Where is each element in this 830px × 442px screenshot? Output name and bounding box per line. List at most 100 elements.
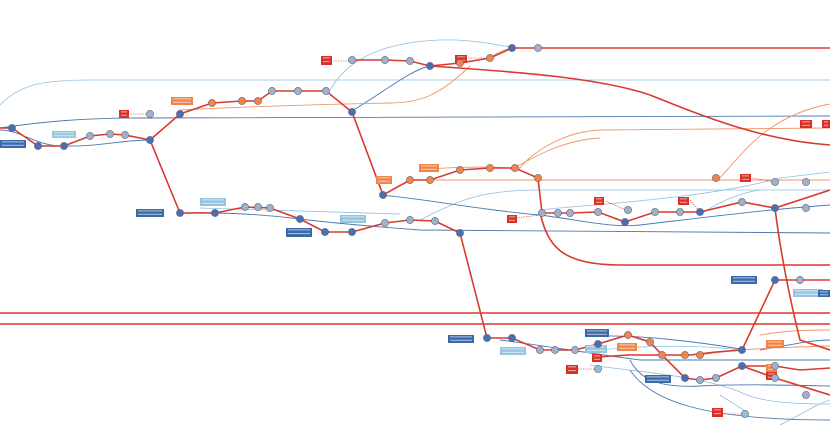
- edge-light-blue-0: [0, 79, 830, 106]
- node-tag-6-text-line: [138, 213, 162, 215]
- graph-node-51[interactable]: [696, 208, 704, 216]
- graph-node-18[interactable]: [406, 57, 414, 65]
- graph-node-15[interactable]: [348, 108, 356, 116]
- graph-node-23[interactable]: [534, 44, 542, 52]
- graph-node-12[interactable]: [268, 87, 276, 95]
- graph-node-2[interactable]: [60, 142, 68, 150]
- graph-node-45[interactable]: [566, 209, 574, 217]
- graph-node-38[interactable]: [426, 176, 434, 184]
- graph-node-52[interactable]: [712, 174, 720, 182]
- graph-node-62[interactable]: [571, 346, 579, 354]
- graph-node-77[interactable]: [771, 276, 779, 284]
- graph-node-60[interactable]: [536, 346, 544, 354]
- graph-node-31[interactable]: [348, 228, 356, 236]
- graph-node-21[interactable]: [486, 54, 494, 62]
- node-tag-29-text-line: [714, 409, 721, 411]
- graph-node-10[interactable]: [238, 97, 246, 105]
- graph-node-14[interactable]: [322, 87, 330, 95]
- graph-node-28[interactable]: [266, 204, 274, 212]
- graph-node-49[interactable]: [651, 208, 659, 216]
- edges-layer: [0, 39, 830, 426]
- node-tag-31-text-line: [824, 124, 828, 126]
- graph-node-78[interactable]: [796, 276, 804, 284]
- graph-node-70[interactable]: [681, 374, 689, 382]
- graph-node-8[interactable]: [176, 110, 184, 118]
- graph-node-33[interactable]: [406, 216, 414, 224]
- graph-node-54[interactable]: [771, 204, 779, 212]
- graph-node-22[interactable]: [508, 44, 516, 52]
- node-tag-12-text-line: [509, 216, 515, 218]
- graph-node-76[interactable]: [771, 374, 779, 382]
- graph-node-19[interactable]: [426, 62, 434, 70]
- graph-node-46[interactable]: [594, 208, 602, 216]
- graph-node-30[interactable]: [321, 228, 329, 236]
- graph-node-26[interactable]: [241, 203, 249, 211]
- graph-node-47[interactable]: [621, 218, 629, 226]
- graph-node-27[interactable]: [254, 203, 262, 211]
- graph-node-42[interactable]: [534, 174, 542, 182]
- node-tag-31: [822, 120, 830, 128]
- node-tag-21: [585, 345, 607, 353]
- graph-node-72[interactable]: [712, 374, 720, 382]
- dashed-connector-3: [605, 200, 627, 211]
- graph-node-80[interactable]: [802, 391, 810, 399]
- graph-node-65[interactable]: [624, 331, 632, 339]
- graph-node-63[interactable]: [594, 340, 602, 348]
- node-tag-26-text-line: [768, 341, 782, 343]
- graph-node-74[interactable]: [738, 362, 746, 370]
- graph-node-57[interactable]: [802, 204, 810, 212]
- graph-node-0[interactable]: [8, 124, 16, 132]
- graph-node-36[interactable]: [379, 191, 387, 199]
- node-tag-32: [818, 290, 830, 297]
- graph-node-73[interactable]: [738, 346, 746, 354]
- node-tag-20-text-line: [587, 330, 607, 332]
- graph-node-50[interactable]: [676, 208, 684, 216]
- graph-node-9[interactable]: [208, 99, 216, 107]
- graph-node-39[interactable]: [456, 166, 464, 174]
- graph-node-4[interactable]: [106, 130, 114, 138]
- graph-node-20[interactable]: [456, 59, 464, 67]
- graph-node-40[interactable]: [486, 164, 494, 172]
- graph-node-75[interactable]: [771, 362, 779, 370]
- graph-node-68[interactable]: [681, 351, 689, 359]
- graph-node-1[interactable]: [34, 142, 42, 150]
- graph-node-24[interactable]: [176, 209, 184, 217]
- edge-light-blue-9: [779, 399, 830, 426]
- graph-node-59[interactable]: [508, 334, 516, 342]
- graph-node-64[interactable]: [594, 365, 602, 373]
- graph-node-53[interactable]: [738, 198, 746, 206]
- graph-node-55[interactable]: [771, 178, 779, 186]
- graph-node-67[interactable]: [658, 351, 666, 359]
- graph-node-11[interactable]: [254, 97, 262, 105]
- graph-node-43[interactable]: [538, 209, 546, 217]
- node-tag-18-text-line: [450, 336, 472, 338]
- graph-node-16[interactable]: [348, 56, 356, 64]
- graph-node-32[interactable]: [381, 219, 389, 227]
- graph-node-44[interactable]: [554, 209, 562, 217]
- graph-node-29[interactable]: [296, 215, 304, 223]
- node-tag-6: [136, 209, 164, 217]
- graph-node-56[interactable]: [802, 178, 810, 186]
- node-tag-12-text-line: [509, 219, 515, 221]
- node-tag-23-text-line: [619, 347, 635, 349]
- graph-node-48[interactable]: [624, 206, 632, 214]
- graph-node-13[interactable]: [294, 87, 302, 95]
- graph-node-41[interactable]: [511, 164, 519, 172]
- graph-node-7[interactable]: [146, 110, 154, 118]
- graph-node-3[interactable]: [86, 132, 94, 140]
- graph-node-69[interactable]: [696, 351, 704, 359]
- graph-node-35[interactable]: [456, 229, 464, 237]
- node-tag-7: [200, 198, 226, 206]
- graph-node-61[interactable]: [551, 346, 559, 354]
- graph-node-71[interactable]: [696, 376, 704, 384]
- graph-node-17[interactable]: [381, 56, 389, 64]
- graph-node-37[interactable]: [406, 176, 414, 184]
- graph-node-34[interactable]: [431, 217, 439, 225]
- graph-node-66[interactable]: [646, 338, 654, 346]
- graph-node-25[interactable]: [211, 209, 219, 217]
- graph-node-6[interactable]: [146, 136, 154, 144]
- node-tag-16-text-line: [733, 277, 755, 279]
- graph-node-79[interactable]: [741, 410, 749, 418]
- graph-node-58[interactable]: [483, 334, 491, 342]
- graph-node-5[interactable]: [121, 131, 129, 139]
